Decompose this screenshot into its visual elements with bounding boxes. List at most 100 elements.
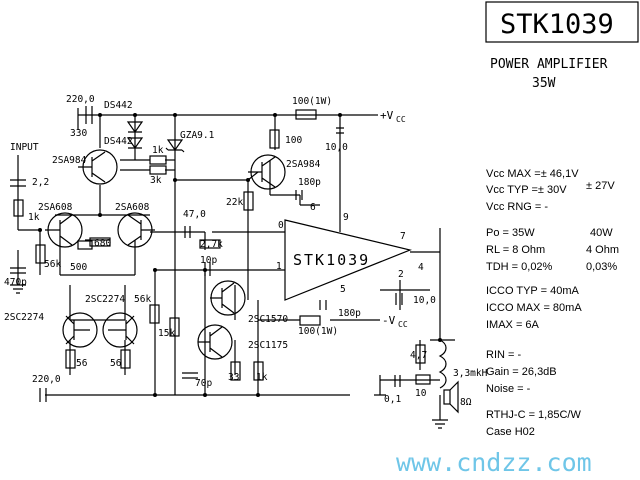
- pin-1: 1: [276, 261, 282, 272]
- spec-rin: RIN = -: [486, 349, 521, 361]
- label-r-100-1w-top: 100(1W): [292, 96, 332, 107]
- subtitle-line2: 35W: [532, 76, 556, 91]
- spec-case: Case H02: [486, 426, 535, 438]
- label-r-330: 330: [70, 128, 87, 139]
- supply-neg-sub: CC: [398, 320, 408, 329]
- label-2sc1175: 2SC1175: [248, 340, 288, 351]
- input-label: INPUT: [10, 142, 39, 153]
- label-c-47-0: 47,0: [183, 209, 206, 220]
- label-speaker-8ohm: 8Ω: [460, 397, 472, 408]
- spec-rl-alt: 4 Ohm: [586, 244, 619, 256]
- pin-9: 9: [343, 212, 349, 223]
- label-2sa984-right: 2SA984: [286, 159, 321, 170]
- label-r-2-7k: 2,7k: [200, 239, 223, 250]
- spec-icco-typ: ICCO TYP = 40mA: [486, 285, 579, 297]
- label-r-56-b: 56: [110, 358, 122, 369]
- watermark: www.cndzz.com: [396, 448, 592, 477]
- supply-pos-label: +V: [380, 109, 394, 122]
- pin-2: 2: [398, 269, 404, 280]
- spec-po: Po = 35W: [486, 227, 535, 239]
- spec-block: Vcc MAX =± 46,1V Vcc TYP =± 30V ± 27V Vc…: [486, 168, 619, 438]
- spec-tdh: TDH = 0,02%: [486, 261, 553, 273]
- pin-6: 6: [310, 202, 316, 213]
- ground-icon: [10, 284, 448, 429]
- spec-tdh-alt: 0,03%: [586, 261, 617, 273]
- spec-vcc-rng: Vcc RNG = -: [486, 201, 548, 213]
- junction-dots: [38, 113, 442, 397]
- inductor: [438, 339, 447, 389]
- ic-body: [284, 219, 412, 301]
- resistors: [13, 109, 431, 385]
- label-c-180p-top: 180p: [298, 177, 321, 188]
- wiring: [17, 108, 455, 420]
- title: STK1039: [500, 9, 614, 40]
- label-c-0-1: 0,1: [384, 394, 401, 405]
- label-r-1k-in: 1k: [28, 212, 40, 223]
- supply-pos-sub: CC: [396, 115, 406, 124]
- pin-0: 0: [278, 220, 284, 231]
- speaker-icon: [443, 380, 459, 414]
- label-c-180p-bot: 180p: [338, 308, 361, 319]
- transistor-2sc1175: [197, 324, 233, 360]
- spec-gain: Gain = 26,3dB: [486, 366, 557, 378]
- label-r-1k-bot: 1k: [256, 372, 268, 383]
- component-labels: 220,0 330 DS442 DS442 GZA9.1 100(1W) 100…: [4, 94, 488, 408]
- label-r-1k-mid: 1k: [152, 145, 164, 156]
- label-r-680: 680: [94, 238, 111, 249]
- transistor-2sa984-left: [78, 149, 118, 185]
- label-c-10-top: 10,0: [325, 142, 348, 153]
- label-c-10-bot: 10,0: [413, 295, 436, 306]
- spec-vcc-typ-alt: ± 27V: [586, 180, 615, 192]
- label-c-10p: 10p: [200, 255, 217, 266]
- label-l-3-3mkh: 3,3mkH: [453, 368, 488, 379]
- transistor-2sc2274-a: [62, 312, 98, 348]
- spec-vcc-typ: Vcc TYP =± 30V: [486, 184, 567, 196]
- supply-neg-label: -V: [382, 314, 396, 327]
- label-r-10: 10: [415, 388, 427, 399]
- spec-vcc-max: Vcc MAX =± 46,1V: [486, 168, 579, 180]
- label-gza: GZA9.1: [180, 130, 215, 141]
- label-ds442-a: DS442: [104, 100, 133, 111]
- label-r-56-a: 56: [76, 358, 88, 369]
- ic-label: STK1039: [293, 251, 370, 269]
- capacitors: [10, 106, 403, 402]
- label-r-100: 100: [285, 135, 302, 146]
- subtitle-line1: POWER AMPLIFIER: [490, 57, 608, 72]
- label-r-15k: 15k: [158, 328, 175, 339]
- pin-7: 7: [400, 231, 406, 242]
- spec-noise: Noise = -: [486, 383, 531, 395]
- spec-icco-max: ICCO MAX = 80mA: [486, 302, 582, 314]
- spec-rl: RL = 8 Ohm: [486, 244, 545, 256]
- label-2sc1570: 2SC1570: [248, 314, 288, 325]
- label-r-22k: 22k: [226, 197, 243, 208]
- label-2sa984-left: 2SA984: [52, 155, 87, 166]
- label-c-70p: 70p: [195, 378, 212, 389]
- label-r-500: 500: [70, 262, 87, 273]
- label-2sa608-b: 2SA608: [115, 202, 150, 213]
- spec-po-alt: 40W: [590, 227, 613, 239]
- spec-rth: RTHJ-C = 1,85C/W: [486, 409, 581, 421]
- transistor-2sc1570: [210, 280, 246, 316]
- label-r-56k-mid: 56k: [134, 294, 151, 305]
- label-ds442-b: DS442: [104, 136, 133, 147]
- label-r-4-7: 4,7: [410, 350, 427, 361]
- label-2sc2274-b: 2SC2274: [85, 294, 125, 305]
- transistor-2sa984-right: [248, 154, 286, 190]
- label-r-56k-in: 56k: [44, 259, 61, 270]
- label-2sc2274-a: 2SC2274: [4, 312, 44, 323]
- diodes: [126, 121, 185, 153]
- pin-4: 4: [418, 262, 424, 273]
- transistor-2sa608-a: [45, 212, 83, 248]
- label-r-100-1w-bot: 100(1W): [298, 326, 338, 337]
- transistor-2sa608-b: [117, 212, 155, 248]
- label-r-33: 33: [228, 372, 239, 383]
- label-c-2-2: 2,2: [32, 177, 49, 188]
- pin-5: 5: [340, 284, 346, 295]
- label-c-220-bot: 220,0: [32, 374, 61, 385]
- label-c-470p: 470p: [4, 277, 27, 288]
- title-frame: [485, 1, 639, 43]
- spec-imax: IMAX = 6A: [486, 319, 540, 331]
- label-r-3k: 3k: [150, 175, 162, 186]
- label-2sa608-a: 2SA608: [38, 202, 73, 213]
